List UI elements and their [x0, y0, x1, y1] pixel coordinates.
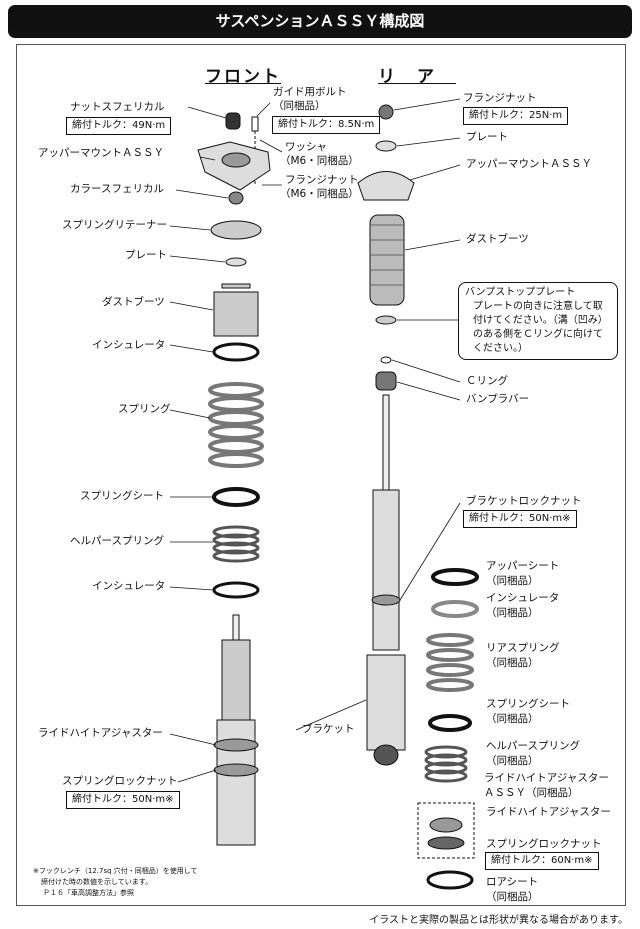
front-heading: フロント	[205, 67, 281, 87]
label-collar-spherical: カラースフェリカル	[70, 183, 164, 195]
page-title: サスペンションＡＳＳＹ構成図	[8, 5, 632, 38]
label-front-dust-boot: ダストブーツ	[102, 296, 165, 308]
label-rear-spring-lock-nut: スプリングロックナット	[486, 838, 602, 850]
footnote: ※フックレンチ（12.7sq 穴付・同梱品）を使用して 締付けた時の数値を示して…	[33, 866, 198, 899]
bracket-part	[366, 654, 406, 751]
label-rha-assy-sub: ＡＳＳＹ（同梱品）	[484, 787, 579, 799]
disclaimer: イラストと実際の製品とは形状が異なる場合があります。	[369, 915, 628, 926]
label-rear-rha: ライドハイトアジャスター	[486, 806, 611, 818]
torque-nut-spherical: 締付トルク：49N·m	[66, 117, 172, 135]
label-front-spring: スプリング	[118, 403, 171, 415]
label-spring-retainer: スプリングリテーナー	[62, 219, 167, 231]
label-front-plate: プレート	[125, 249, 167, 261]
label-included: （同梱品）	[486, 575, 539, 587]
label-front-flange-nut-sub: （M6・同梱品）	[280, 188, 359, 200]
label-bump-rubber: バンプラバー	[466, 393, 530, 405]
label-front-spring-lock-nut: スプリングロックナット	[62, 775, 178, 787]
torque-rear-flange-nut: 締付トルク：25N·m	[463, 107, 569, 125]
torque-bracket-lock-nut: 締付トルク：50N·m※	[463, 510, 577, 528]
nut-spherical-part	[225, 112, 241, 130]
label-nut-spherical: ナットスフェリカル	[70, 101, 165, 113]
label-front-insulator-1: インシュレータ	[92, 339, 166, 351]
label-rear-helper-spring: ヘルパースプリング	[486, 740, 580, 752]
label-front-ride-height-adjuster: ライドハイトアジャスター	[38, 727, 163, 739]
label-rear-flange-nut: フランジナット	[463, 92, 537, 104]
leader-lines	[169, 98, 461, 783]
label-front-spring-seat: スプリングシート	[80, 490, 164, 502]
footnote-line: Ｐ１６「車高調整方法」参照	[43, 889, 134, 897]
callout-title: バンプストッププレート	[465, 287, 576, 298]
bump-stop-plate-callout: バンプストッププレート プレートの向きに注意して取付けてください。（溝（凹み）の…	[458, 282, 618, 360]
label-washer: ワッシャ	[285, 141, 327, 153]
label-washer-sub: （M6・同梱品）	[280, 155, 359, 167]
label-upper-seat: アッパーシート	[486, 560, 560, 572]
footnote-line: ※フックレンチ（12.7sq 穴付・同梱品）を使用して	[33, 867, 198, 875]
label-front-insulator-2: インシュレータ	[92, 580, 166, 592]
label-rha-assy: ライドハイトアジャスター	[484, 772, 609, 784]
label-front-helper-spring: ヘルパースプリング	[70, 535, 164, 547]
label-rear-spring: リアスプリング	[486, 642, 560, 654]
label-bracket: ブラケット	[302, 723, 355, 735]
label-included: （同梱品）	[486, 755, 539, 767]
rear-parts	[357, 104, 479, 890]
callout-note: プレートの向きに注意して取付けてください。（溝（凹み）のある側をＣリングに向けて…	[473, 301, 608, 354]
torque-guide-bolt: 締付トルク：8.5N·m	[272, 116, 381, 134]
label-front-flange-nut: フランジナット	[285, 174, 359, 186]
label-bracket-lock-nut: ブラケットロックナット	[466, 495, 582, 507]
label-c-ring: Ｃリング	[466, 375, 508, 387]
label-included: （同梱品）	[486, 891, 539, 903]
footnote-line: 締付けた時の数値を示しています。	[41, 878, 153, 886]
label-rear-plate: プレート	[466, 131, 508, 143]
diagram-frame	[16, 44, 626, 906]
rear-heading: リア	[378, 67, 456, 87]
label-rear-insulator: インシュレータ	[486, 592, 560, 604]
label-included: （同梱品）	[486, 607, 539, 619]
label-guide-bolt: ガイド用ボルト	[273, 86, 347, 98]
torque-rear-lock-nut: 締付トルク：60N·m※	[485, 852, 599, 870]
label-front-upper-mount: アッパーマウントＡＳＳＹ	[38, 147, 164, 159]
label-guide-bolt-sub: （同梱品）	[273, 100, 326, 112]
label-included: （同梱品）	[486, 657, 539, 669]
label-lower-seat: ロアシート	[486, 876, 539, 888]
torque-front-lock-nut: 締付トルク：50N·m※	[66, 791, 180, 809]
label-rear-spring-seat: スプリングシート	[486, 698, 570, 710]
label-rear-upper-mount: アッパーマウントＡＳＳＹ	[466, 158, 592, 170]
label-rear-dust-boot: ダストブーツ	[466, 233, 529, 245]
label-included: （同梱品）	[486, 713, 539, 725]
front-parts	[197, 112, 271, 846]
